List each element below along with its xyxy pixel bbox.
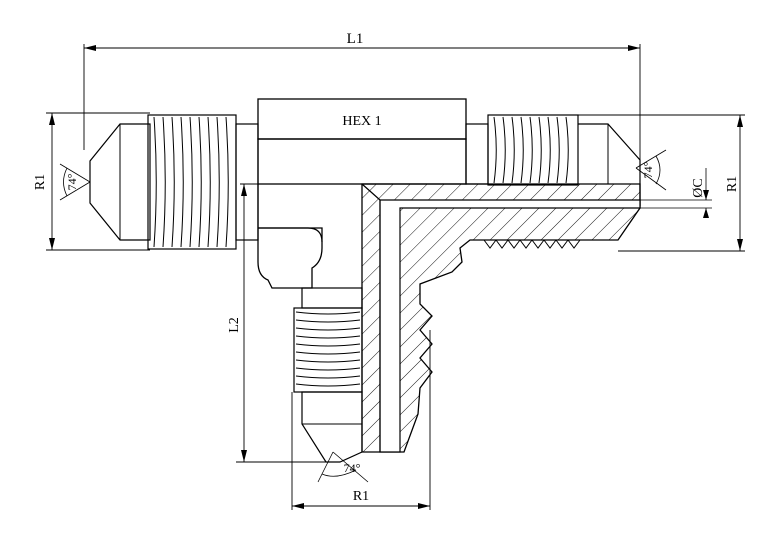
thread-crest bbox=[295, 319, 361, 323]
bore-diameter-label: ØC bbox=[691, 178, 706, 197]
r1-bottom-label: R1 bbox=[353, 489, 369, 504]
thread-crest bbox=[295, 335, 361, 339]
left-flare-angle bbox=[59, 163, 91, 201]
r1-right-dimension bbox=[578, 114, 745, 252]
thread-crest bbox=[295, 367, 361, 371]
section-view bbox=[361, 183, 641, 453]
thread-crest bbox=[295, 375, 361, 379]
thread-crest bbox=[507, 239, 521, 249]
l1-arrow-left bbox=[84, 45, 96, 51]
thread-crest bbox=[555, 239, 569, 249]
thread-crest bbox=[198, 116, 202, 248]
thread-crest bbox=[493, 116, 497, 184]
thread-crest bbox=[567, 239, 581, 249]
thread-crest bbox=[547, 116, 551, 184]
thread-crest bbox=[556, 116, 560, 184]
thread-crest bbox=[295, 311, 361, 315]
left-angle-label: 74° bbox=[65, 173, 79, 190]
thread-crest bbox=[565, 116, 569, 184]
hex-label: HEX 1 bbox=[342, 114, 381, 129]
l1-arrow-right bbox=[628, 45, 640, 51]
l2-dimension bbox=[236, 183, 326, 463]
thread-crest bbox=[295, 359, 361, 363]
thread-crest bbox=[520, 116, 524, 184]
thread-crest bbox=[180, 116, 184, 248]
thread-crest bbox=[483, 239, 497, 249]
thread-crest bbox=[225, 116, 229, 248]
left-fitting-end bbox=[89, 114, 259, 250]
r1-left-label: R1 bbox=[33, 174, 48, 190]
bore-diameter-dimension bbox=[640, 168, 712, 218]
thread-crest bbox=[519, 239, 533, 249]
thread-crest bbox=[153, 116, 157, 248]
thread-crest bbox=[502, 116, 506, 184]
bottom-thread-crests bbox=[295, 311, 361, 387]
thread-crest bbox=[531, 239, 545, 249]
thread-crest bbox=[171, 116, 175, 248]
thread-crest bbox=[511, 116, 515, 184]
r1-right-label: R1 bbox=[725, 176, 740, 192]
l2-label: L2 bbox=[227, 317, 242, 333]
thread-crest bbox=[295, 383, 361, 387]
thread-crest bbox=[538, 116, 542, 184]
thread-crest bbox=[216, 116, 220, 248]
right-angle-label: 74° bbox=[641, 161, 655, 178]
l1-label: L1 bbox=[347, 31, 364, 47]
thread-crest bbox=[207, 116, 211, 248]
right-thread-crests-lower bbox=[483, 239, 581, 249]
right-thread-crests-upper bbox=[493, 116, 569, 184]
r1-bottom-dimension bbox=[291, 330, 431, 510]
thread-crest bbox=[295, 327, 361, 331]
thread-crest bbox=[295, 351, 361, 355]
thread-crest bbox=[495, 239, 509, 249]
thread-crest bbox=[162, 116, 166, 248]
bottom-fitting-end bbox=[293, 287, 363, 463]
left-thread-crests bbox=[153, 116, 229, 248]
r1-left-dimension bbox=[46, 112, 150, 251]
right-flare-angle bbox=[635, 149, 667, 191]
bottom-angle-label: 74° bbox=[344, 461, 361, 475]
thread-crest bbox=[189, 116, 193, 248]
thread-crest bbox=[529, 116, 533, 184]
thread-crest bbox=[295, 343, 361, 347]
thread-crest bbox=[543, 239, 557, 249]
bottom-flare-angle bbox=[317, 451, 369, 483]
